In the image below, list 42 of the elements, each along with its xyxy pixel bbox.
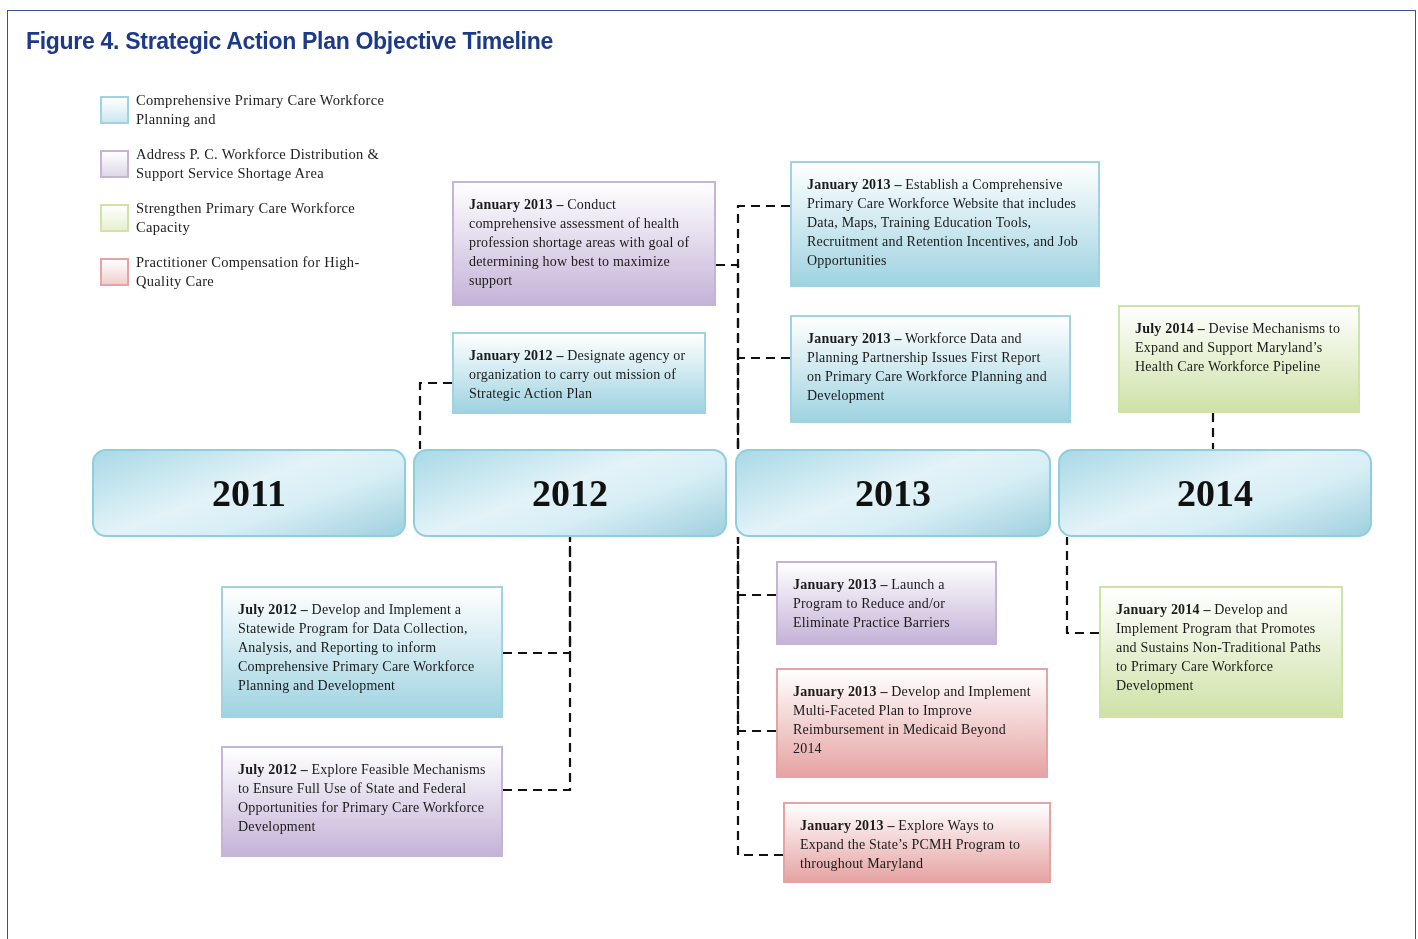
milestone-box — [776, 561, 997, 645]
year-label: 2013 — [855, 470, 931, 516]
year-label: 2014 — [1177, 470, 1253, 516]
legend-label: Address P. C. Workforce Distribution & Support Service Shortage Area — [136, 145, 381, 183]
milestone-text: January 2013 – Establish a Comprehensive Primary Care Workforce Website that includes Data, Maps, Training Education Tools, Recruitment and Retention Incentives, and Job Opportunities — [807, 176, 1080, 270]
milestone-box — [783, 802, 1051, 883]
dashed-connector — [736, 537, 776, 733]
milestone-text: January 2013 – Launch a Program to Reduce and/or Eliminate Practice Barriers — [793, 576, 951, 632]
legend-label: Comprehensive Primary Care Workforce Planning and — [136, 91, 386, 129]
dashed-connector — [503, 537, 572, 792]
dashed-connector — [1065, 537, 1099, 635]
milestone-text: July 2014 – Devise Mechanisms to Expand and Support Maryland’s Health Care Workforce Pipeline — [1135, 320, 1342, 376]
milestone-text: January 2013 – Explore Ways to Expand the State’s PCMH Program to throughout Maryland — [800, 817, 1022, 873]
milestone-text: January 2014 – Develop and Implement Program that Promotes and Sustains Non-Traditional Paths to Primary Care Workforce Development — [1116, 601, 1322, 695]
milestone-box — [221, 586, 503, 718]
dashed-connector — [736, 356, 790, 449]
milestone-text: January 2013 – Workforce Data and Planning Partnership Issues First Report on Primary Care Workforce Planning and Development — [807, 330, 1048, 405]
milestone-box — [776, 668, 1048, 778]
milestone-box — [1118, 305, 1360, 413]
year-box — [413, 449, 727, 537]
milestone-text: January 2013 – Develop and Implement Multi-Faceted Plan to Improve Reimbursement in Medicaid Beyond 2014 — [793, 683, 1031, 758]
dashed-connector — [736, 537, 783, 857]
milestone-text: July 2012 – Develop and Implement a Statewide Program for Data Collection, Analysis, and Reporting to inform Comprehensive Primary Care Workforce Planning and Development — [238, 601, 476, 695]
legend-label: Practitioner Compensation for High-Quality Care — [136, 253, 361, 291]
milestone-box — [1099, 586, 1343, 718]
milestone-box — [790, 161, 1100, 287]
dashed-connector — [1211, 413, 1215, 449]
year-box — [92, 449, 406, 537]
milestone-text: July 2012 – Explore Feasible Mechanisms to Ensure Full Use of State and Federal Opportunities for Primary Care Workforce Development — [238, 761, 486, 836]
milestone-box — [790, 315, 1071, 423]
year-label: 2011 — [212, 470, 286, 516]
milestone-text: January 2012 – Designate agency or organization to carry out mission of Strategic Action Plan — [469, 347, 687, 403]
legend-label: Strengthen Primary Care Workforce Capacity — [136, 199, 357, 237]
milestone-text: January 2013 – Conduct comprehensive assessment of health profession shortage areas with goal of determining how best to maximize support — [469, 196, 691, 290]
milestone-box — [452, 181, 716, 306]
year-label: 2012 — [532, 470, 608, 516]
figure-title: Figure 4. Strategic Action Plan Objective Timeline — [26, 27, 553, 56]
dashed-connector — [418, 381, 452, 449]
year-box — [735, 449, 1051, 537]
milestone-box — [452, 332, 706, 414]
year-box — [1058, 449, 1372, 537]
milestone-box — [221, 746, 503, 857]
